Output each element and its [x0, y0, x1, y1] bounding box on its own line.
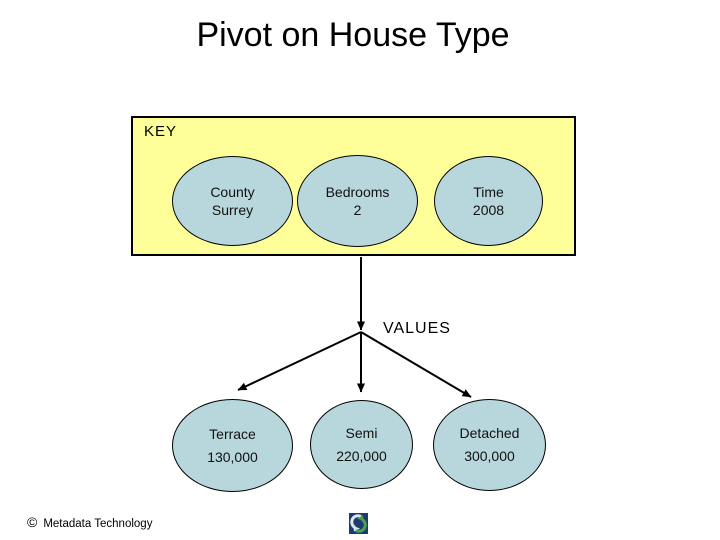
node-label-line1: Detached — [459, 425, 520, 441]
copyright-text: Metadata Technology — [43, 518, 153, 530]
node-label-line2: Surrey — [211, 202, 254, 218]
footer: © Metadata Technology — [27, 514, 152, 530]
node-value: 300,000 — [464, 448, 515, 464]
arrow-values-to-detached — [360, 331, 472, 398]
copyright-icon: © — [27, 514, 38, 530]
node-value: 220,000 — [336, 447, 387, 464]
node-label-line1: Semi — [345, 424, 378, 441]
node-value: 130,000 — [207, 448, 258, 465]
node-label-line1: Bedrooms — [325, 184, 390, 200]
values-label: VALUES — [383, 320, 451, 337]
node-label-line1: County — [210, 184, 255, 200]
node-label-line1: Time — [473, 184, 504, 200]
sdmx-cycle-icon — [349, 513, 368, 534]
value-node-terrace: Terrace 130,000 — [172, 399, 293, 492]
value-node-semi: Semi 220,000 — [310, 400, 413, 489]
key-node-bedrooms: Bedrooms 2 — [297, 155, 418, 247]
key-node-county: County Surrey — [172, 156, 293, 246]
node-label-line2: 2008 — [472, 202, 505, 218]
node-label-line2: 2 — [353, 202, 362, 218]
key-node-time: Time 2008 — [434, 156, 543, 246]
key-panel-label: KEY — [144, 123, 178, 140]
node-label-line1: Terrace — [209, 425, 256, 442]
arrow-values-to-terrace — [237, 331, 362, 391]
value-node-detached: Detached 300,000 — [433, 399, 546, 491]
slide-title: Pivot on House Type — [196, 16, 510, 54]
